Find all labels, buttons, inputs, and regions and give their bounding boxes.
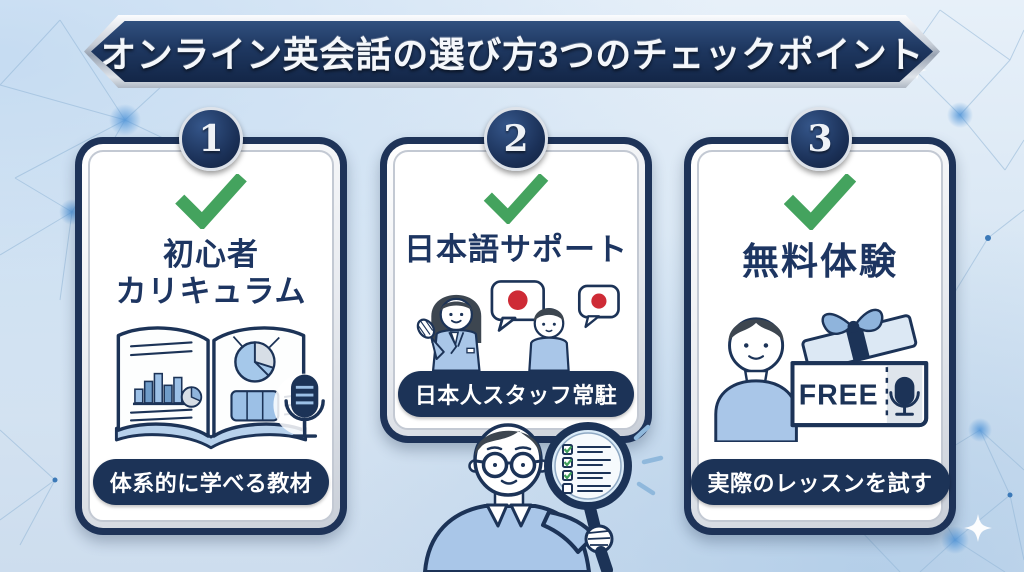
man-with-glasses-holding-magnifying-glass-over-checklist-illustration — [423, 422, 664, 572]
title-banner-plate: オンライン英会話の選び方3つのチェックポイント — [91, 21, 933, 82]
page-title: オンライン英会話の選び方3つのチェックポイント — [100, 33, 924, 75]
free-ticket-label: FREE — [799, 379, 879, 411]
number-badge-2: 2 — [484, 107, 548, 171]
green-checkmark-icon — [175, 174, 247, 230]
number-badge-1: 1 — [179, 107, 243, 171]
student-with-free-lesson-gift-ticket-illustration: FREE — [714, 308, 929, 442]
japanese-staff-and-student-with-japan-flag-speech-bubbles-illustration — [416, 279, 620, 371]
number-badge-3: 3 — [788, 107, 852, 171]
card-title: 無料体験 — [742, 241, 898, 282]
green-checkmark-icon — [483, 174, 549, 224]
green-checkmark-icon — [784, 174, 856, 230]
checkpoint-card-1: 1 初心者 カリキュラム — [75, 107, 347, 535]
checkpoint-card-2: 2 日本語サポート — [380, 107, 652, 443]
title-banner: オンライン英会話の選び方3つのチェックポイント — [84, 15, 940, 88]
card-title: 初心者 カリキュラム — [115, 237, 307, 309]
sparkle-rays-icon — [633, 424, 664, 496]
card-badge: 実際のレッスンを試す — [690, 459, 950, 505]
card-badge: 体系的に学べる教材 — [92, 459, 330, 505]
checkpoint-card-3: 3 無料体験 — [684, 107, 956, 535]
open-book-with-charts-and-microphone-illustration — [114, 325, 325, 449]
card-badge: 日本人スタッフ常駐 — [397, 371, 635, 417]
card-title: 日本語サポート — [404, 231, 628, 267]
